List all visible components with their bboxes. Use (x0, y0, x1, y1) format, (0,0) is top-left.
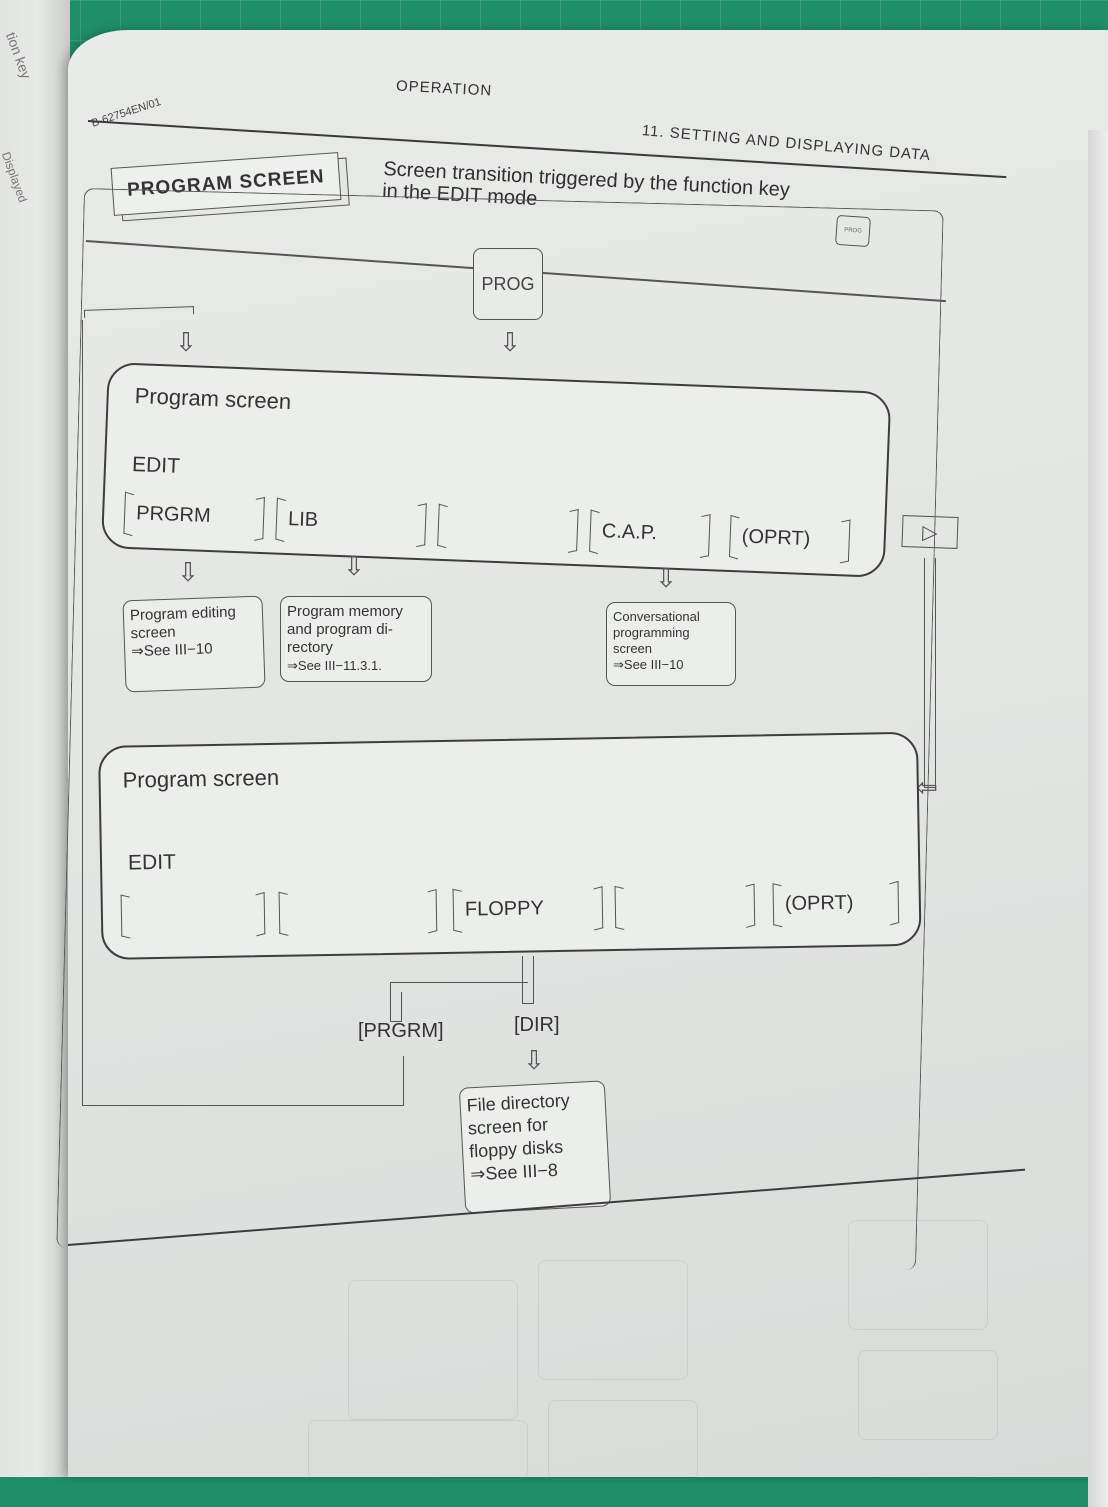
section-label: OPERATION (395, 77, 493, 100)
bleed-through-box (538, 1260, 688, 1380)
softkey-blank-2[interactable] (279, 888, 438, 935)
softkey-oprt[interactable]: (OPRT) (729, 514, 851, 563)
arrow-left-icon: ⇦ (916, 772, 938, 802)
result-reference: ⇒See III−11.3.1. (287, 658, 382, 673)
next-page-key[interactable]: ▷ (901, 515, 959, 549)
result-line: rectory (287, 639, 333, 656)
softkey-blank[interactable] (437, 503, 579, 552)
arrow-down-icon: ⇩ (343, 551, 365, 581)
bleed-through-box (548, 1400, 698, 1480)
result-reference: ⇒See III−10 (613, 657, 684, 672)
prog-key[interactable]: PROG (473, 248, 543, 320)
branch-connector-pipe (390, 982, 528, 994)
result-reference: ⇒See III−10 (130, 640, 213, 661)
result-line: programming (613, 625, 690, 640)
result-line: and program di- (287, 621, 393, 638)
left-page-fragment: tion key (2, 30, 35, 81)
softkey-floppy[interactable]: FLOPPY (453, 885, 604, 932)
prog-key-label: PROG (481, 273, 535, 294)
result-file-directory: File directory screen for floppy disks ⇒… (458, 1080, 612, 1214)
result-program-editing: Program editing screen ⇒See III−10 (122, 595, 266, 693)
arrow-down-icon: ⇩ (655, 563, 677, 593)
branch-label-prgrm: [PRGRM] (358, 1020, 444, 1042)
screen-title: Program screen (122, 764, 280, 793)
softkey-oprt[interactable]: (OPRT) (772, 880, 899, 926)
left-page-fragment: Displayed (0, 150, 31, 205)
left-return-line (82, 320, 94, 1106)
program-screen-2: Program screen EDIT FLOPPY (OPRT) (98, 731, 922, 960)
result-program-memory: Program memory and program di- rectory ⇒… (280, 596, 432, 682)
result-conversational-programming: Conversational programming screen ⇒See I… (606, 602, 736, 686)
program-screen-1: Program screen EDIT PRGRM LIB C.A.P. (OP… (100, 362, 892, 578)
result-line: screen (613, 641, 653, 656)
arrow-down-icon: ⇩ (499, 327, 521, 357)
softkey-blank-1[interactable] (121, 891, 266, 938)
bleed-through-box (348, 1280, 518, 1420)
prgrm-return-pipe (82, 1056, 404, 1106)
prgrm-branch-pipe (390, 992, 402, 1022)
bleed-through-box (308, 1420, 528, 1480)
page-stack-edge (1088, 130, 1108, 1507)
bleed-through-box (848, 1220, 988, 1330)
left-page-edge: tion key Displayed (0, 0, 70, 1477)
arrow-down-icon: ⇩ (175, 327, 197, 357)
right-return-pipe (924, 558, 936, 788)
arrow-down-icon: ⇩ (177, 557, 199, 587)
result-line: Conversational (613, 609, 700, 624)
softkey-prgrm[interactable]: PRGRM (123, 491, 265, 540)
next-page-triangle-icon: ▷ (921, 521, 939, 544)
branch-label-dir: [DIR] (514, 1014, 560, 1036)
screen-mode: EDIT (131, 453, 181, 478)
floppy-branch-pipe (522, 956, 534, 1004)
bleed-through-box (858, 1350, 998, 1440)
softkey-cap[interactable]: C.A.P. (589, 509, 711, 558)
manual-page: B-62754EN/01 OPERATION 11. SETTING AND D… (56, 30, 1108, 1507)
softkey-lib[interactable]: LIB (275, 497, 427, 547)
screen-mode: EDIT (127, 850, 177, 875)
softkey-blank-3[interactable] (615, 883, 756, 929)
screen-title: Program screen (134, 383, 292, 415)
result-line: Program memory (287, 603, 403, 620)
arrow-down-icon: ⇩ (523, 1045, 545, 1075)
